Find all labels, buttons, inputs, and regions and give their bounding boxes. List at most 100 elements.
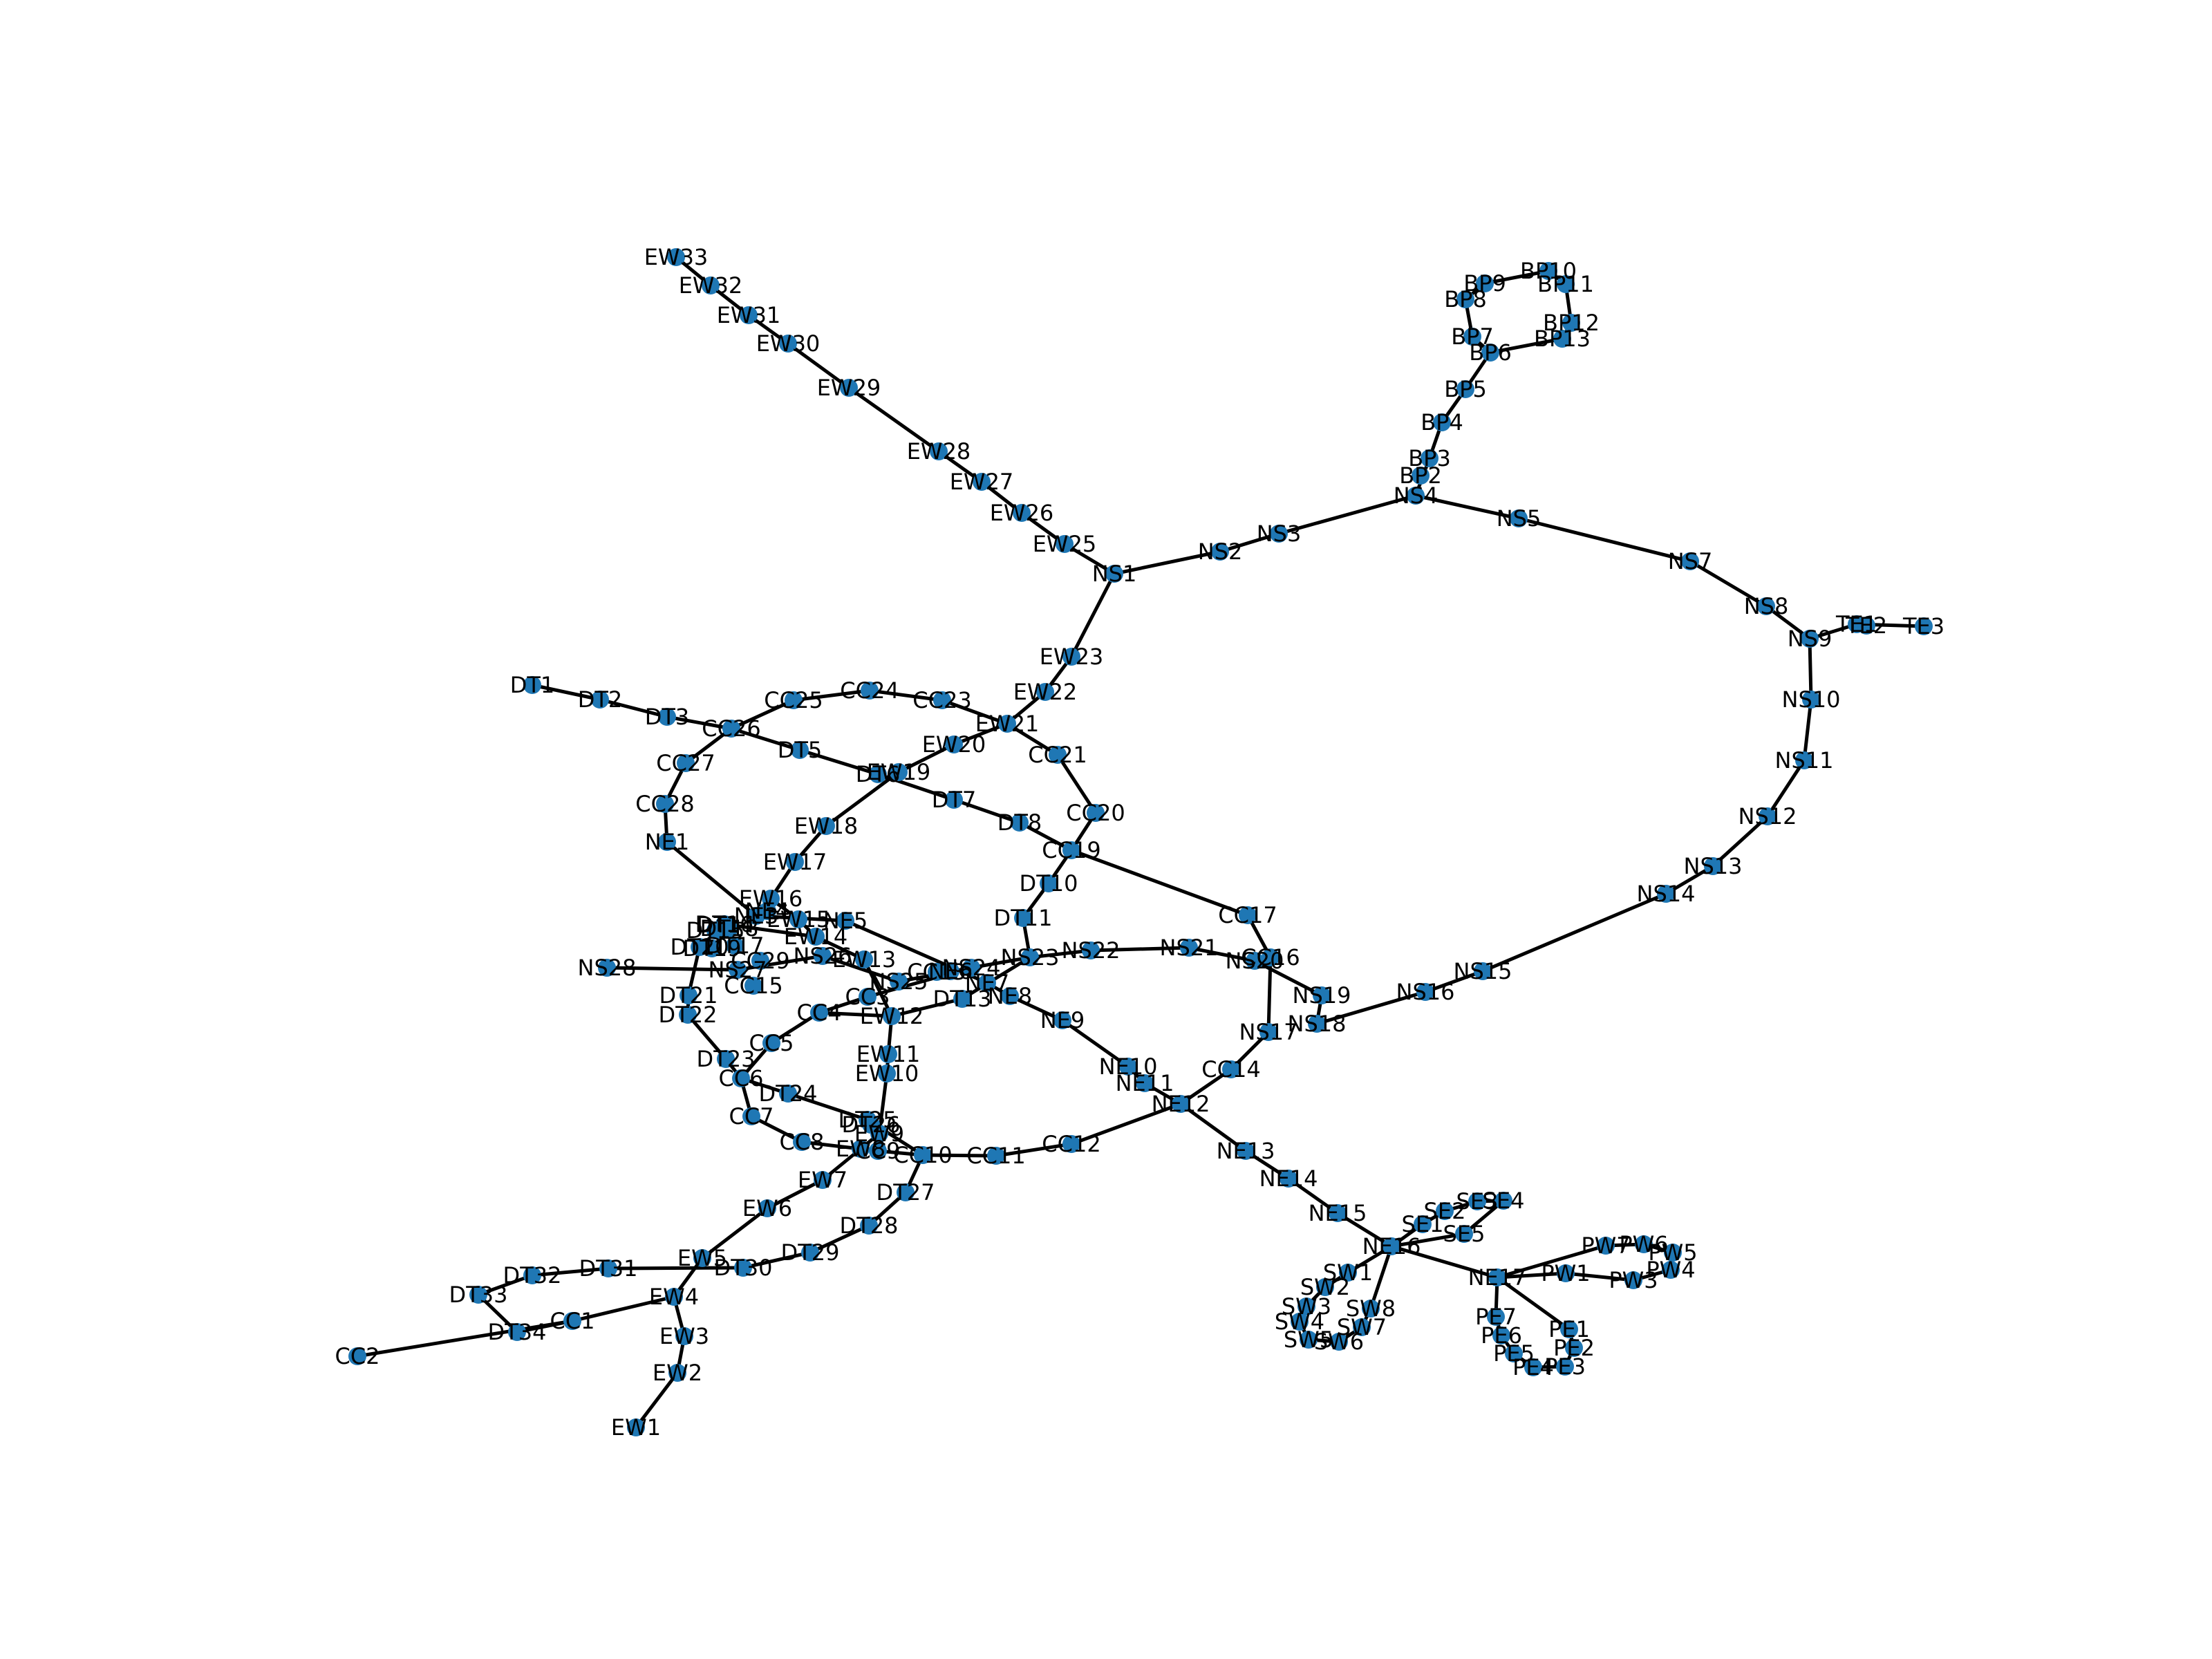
- edge-ne17-pe1: [1495, 1275, 1571, 1331]
- edge-ns20-ns21: [1187, 946, 1257, 963]
- node-label-ew29: EW29: [817, 375, 881, 401]
- node-label-cc11: CC11: [966, 1143, 1025, 1169]
- node-pe2: [1565, 1339, 1583, 1357]
- node-label-sw2: SW2: [1300, 1274, 1350, 1300]
- edge-ns3-ns4: [1277, 494, 1418, 536]
- node-dt24: [779, 1085, 797, 1103]
- node-ns19: [1313, 986, 1331, 1004]
- node-ns26: [814, 947, 832, 965]
- node-label-ne14: NE14: [1259, 1165, 1318, 1192]
- node-dt8: [1011, 814, 1029, 832]
- node-ne17: [1488, 1268, 1506, 1286]
- node-label-ew5: EW5: [677, 1245, 727, 1271]
- node-label-dt1: DT1: [510, 672, 555, 698]
- node-label-bp6: BP6: [1469, 339, 1512, 366]
- node-label-bp10: BP10: [1520, 258, 1577, 284]
- node-dt5: [791, 741, 809, 759]
- node-cc13: [928, 963, 946, 981]
- node-label-dt16: DT16: [695, 911, 754, 937]
- node-cc3: [859, 988, 877, 1006]
- node-ne5: [836, 912, 854, 930]
- node-label-cc23: CC23: [912, 687, 971, 713]
- node-cc5: [762, 1034, 780, 1052]
- edge-ne17-pw1: [1495, 1271, 1568, 1280]
- edge-ew23-ns1: [1069, 572, 1116, 659]
- edge-ns21-ns22: [1089, 946, 1191, 953]
- node-cc23: [933, 691, 951, 709]
- node-label-dt6: DT6: [856, 761, 901, 787]
- edge-ns12-ns13: [1711, 814, 1770, 868]
- node-ew22: [1036, 683, 1054, 701]
- node-label-ew22: EW22: [1013, 679, 1078, 705]
- node-label-ne13: NE13: [1217, 1138, 1275, 1164]
- edge-cc26-dt5: [729, 727, 802, 752]
- node-label-ew9: EW9: [854, 1121, 904, 1147]
- node-label-pe1: PE1: [1548, 1316, 1590, 1342]
- edge-bp9-bp10: [1483, 269, 1550, 285]
- node-dt13: [953, 990, 971, 1008]
- node-cc9: [869, 1142, 887, 1160]
- node-label-cc28: CC28: [635, 791, 694, 817]
- node-label-te1: TE1: [1835, 611, 1877, 637]
- node-label-ne4: NE4: [745, 898, 790, 924]
- node-label-ns4: NS4: [1394, 482, 1438, 509]
- edge-cc1-ew4: [570, 1295, 676, 1323]
- node-label-bp9: BP9: [1463, 270, 1506, 297]
- edge-ne12-cc14: [1179, 1067, 1233, 1106]
- edge-dt8-cc19: [1018, 821, 1074, 852]
- node-label-pe6: PE6: [1481, 1322, 1522, 1349]
- node-label-ew14: EW14: [784, 924, 848, 950]
- edge-ne9-ne10: [1060, 1018, 1130, 1069]
- node-label-ns17: NS17: [1239, 1019, 1298, 1045]
- edge-ew14-dt16: [722, 922, 818, 939]
- edge-ne14-ne15: [1286, 1177, 1340, 1215]
- node-label-ew25: EW25: [1033, 531, 1097, 557]
- node-label-ns21: NS21: [1160, 935, 1219, 961]
- node-label-ns28: NS28: [578, 955, 637, 981]
- node-label-te3: TE3: [1902, 613, 1944, 639]
- node-label-ew16: EW16: [739, 885, 803, 912]
- node-dt2: [591, 691, 609, 709]
- node-label-dt2: DT2: [578, 686, 623, 713]
- node-label-pw6: PW6: [1619, 1231, 1668, 1257]
- node-label-ew2: EW2: [653, 1360, 702, 1386]
- node-label-ns24: NS24: [942, 955, 1001, 981]
- node-ns16: [1416, 983, 1434, 1001]
- node-label-dt20: DT20: [671, 934, 729, 960]
- node-label-dt10: DT10: [1020, 870, 1078, 897]
- edge-cc17-cc19: [1069, 848, 1250, 917]
- node-ns8: [1757, 597, 1775, 615]
- node-ew11: [879, 1045, 897, 1063]
- edge-ns22-ns23: [1028, 948, 1093, 959]
- node-cc7: [742, 1107, 760, 1125]
- node-label-bp2: BP2: [1399, 462, 1442, 489]
- node-ew8: [852, 1140, 870, 1158]
- node-ne4: [758, 902, 776, 920]
- node-cc15: [744, 977, 762, 995]
- edge-ns16-ns18: [1315, 990, 1427, 1026]
- edge-dt31-dt32: [530, 1266, 610, 1277]
- edge-ns4-ns5: [1414, 494, 1521, 521]
- node-cc24: [861, 682, 879, 700]
- node-cc17: [1239, 906, 1257, 924]
- node-ne7: [978, 974, 996, 992]
- node-label-dt29: DT29: [781, 1239, 840, 1266]
- node-ew15: [789, 910, 807, 928]
- node-se1: [1414, 1215, 1432, 1233]
- node-label-pe2: PE2: [1553, 1335, 1595, 1361]
- edge-dt32-dt33: [476, 1273, 534, 1297]
- edge-ne12-ne13: [1179, 1102, 1248, 1153]
- node-cc27: [677, 754, 695, 772]
- node-label-dt31: DT31: [579, 1255, 638, 1282]
- edge-dt2-dt3: [598, 697, 669, 719]
- node-label-se2: SE2: [1424, 1198, 1466, 1224]
- node-ew2: [668, 1364, 686, 1382]
- edge-ns23-ns24: [969, 955, 1032, 970]
- node-label-dt15: DT15: [686, 917, 745, 944]
- node-ns1: [1105, 565, 1123, 583]
- node-label-sw4: SW4: [1275, 1309, 1324, 1335]
- node-label-dt30: DT30: [714, 1255, 773, 1281]
- node-label-ew32: EW32: [679, 272, 743, 299]
- node-se4: [1494, 1192, 1512, 1210]
- node-label-cc5: CC5: [749, 1030, 794, 1056]
